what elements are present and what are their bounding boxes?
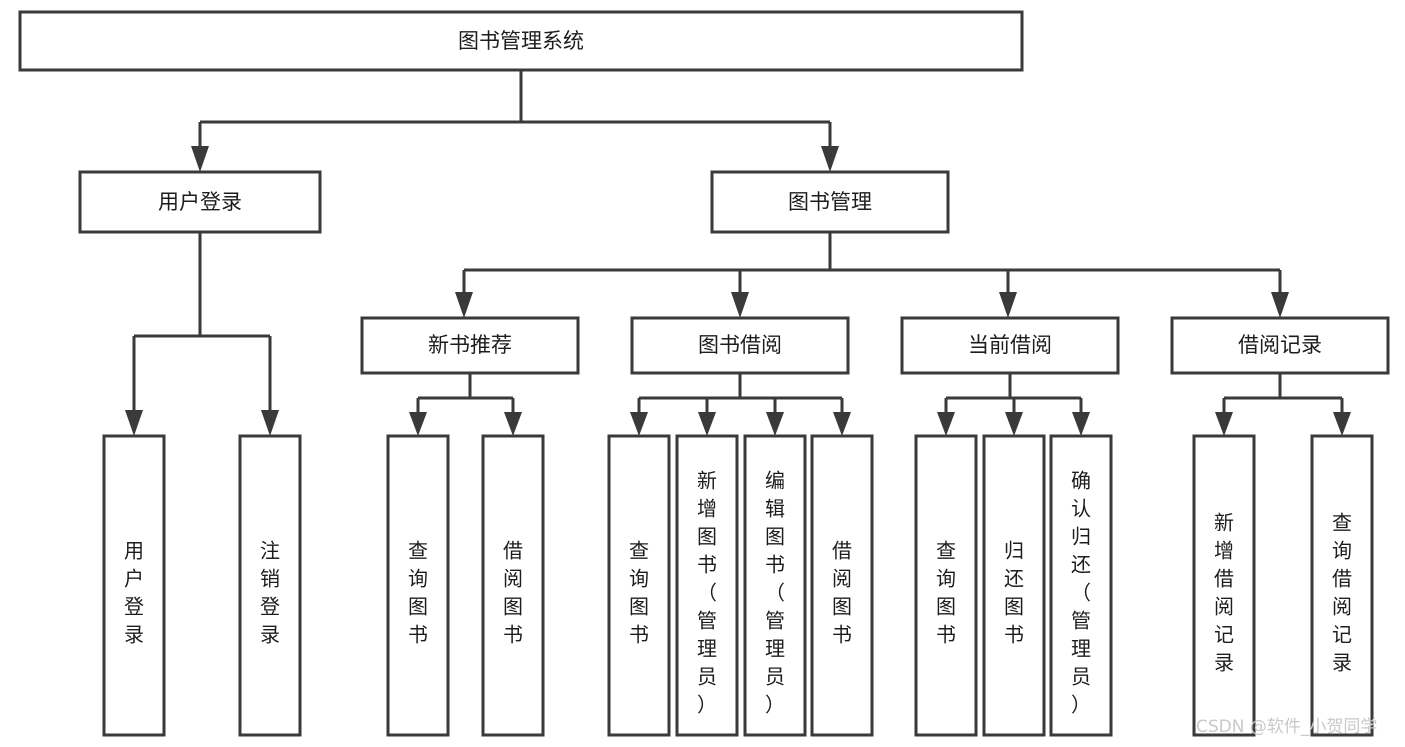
node-root-label: 图书管理系统 [458, 29, 584, 53]
arrow-head-leaf-user-login [125, 410, 143, 436]
leaf-rec-borrow-label: 借阅图书 [503, 538, 523, 646]
arrow-head-book-manage [821, 146, 839, 172]
arrow-head-leaf-bb-borrow [833, 412, 851, 436]
arrow-head-leaf-rec-query [409, 412, 427, 436]
arrow-head-leaf-bb-edit [766, 412, 784, 436]
leaf-rec-query-box[interactable] [386, 434, 450, 737]
leaf-cb-confirm-box[interactable] [1049, 434, 1113, 737]
leaf-bb-query[interactable]: 查询图书 [607, 434, 671, 737]
connector-layer [125, 70, 1351, 436]
node-user-login[interactable]: 用户登录 [78, 170, 322, 234]
node-borrow-record[interactable]: 借阅记录 [1170, 316, 1390, 375]
leaf-user-login-box[interactable] [102, 434, 166, 737]
leaf-br-add-box[interactable] [1192, 434, 1256, 737]
leaf-logout[interactable]: 注销登录 [238, 434, 302, 737]
leaf-bb-borrow[interactable]: 借阅图书 [810, 434, 874, 737]
arrow-head-book-borrow [731, 292, 749, 318]
node-current-borrow-box[interactable] [900, 316, 1120, 375]
leaf-rec-borrow[interactable]: 借阅图书 [481, 434, 545, 737]
leaf-br-add[interactable]: 新增借阅记录 [1192, 434, 1256, 737]
leaf-cb-confirm-label: 确认归还（管理员） [1071, 468, 1091, 716]
node-book-manage-box[interactable] [710, 170, 950, 234]
arrow-head-leaf-br-query [1333, 412, 1351, 436]
node-book-borrow-box[interactable] [630, 316, 850, 375]
leaf-logout-label: 注销登录 [260, 538, 280, 646]
node-user-login-box[interactable] [78, 170, 322, 234]
leaf-br-query[interactable]: 查询借阅记录 [1310, 434, 1374, 737]
arrow-head-leaf-br-add [1215, 412, 1233, 436]
node-book-borrow[interactable]: 图书借阅 [630, 316, 850, 375]
arrow-head-user-login [191, 146, 209, 172]
arrow-head-leaf-rec-borrow [504, 412, 522, 436]
leaf-logout-box[interactable] [238, 434, 302, 737]
arrow-head-leaf-bb-add [698, 412, 716, 436]
leaf-rec-query[interactable]: 查询图书 [386, 434, 450, 737]
leaf-rec-borrow-box[interactable] [481, 434, 545, 737]
leaf-bb-add-box[interactable] [675, 434, 739, 737]
node-root-box[interactable] [18, 10, 1024, 72]
node-new-book-rec[interactable]: 新书推荐 [360, 316, 580, 375]
leaf-bb-query-box[interactable] [607, 434, 671, 737]
leaf-rec-query-label: 查询图书 [408, 538, 428, 646]
leaf-user-login-label: 用户登录 [124, 538, 144, 646]
node-borrow-record-box[interactable] [1170, 316, 1390, 375]
leaf-bb-edit-box[interactable] [743, 434, 807, 737]
arrow-head-leaf-cb-return [1005, 412, 1023, 436]
node-borrow-record-label: 借阅记录 [1238, 333, 1322, 357]
node-book-borrow-label: 图书借阅 [698, 333, 782, 357]
arrow-head-leaf-bb-query [630, 412, 648, 436]
node-book-manage-label: 图书管理 [788, 190, 872, 214]
node-new-book-rec-label: 新书推荐 [428, 333, 512, 357]
leaf-bb-add-label: 新增图书（管理员） [697, 468, 717, 716]
leaf-cb-query-box[interactable] [914, 434, 978, 737]
leaf-cb-query-label: 查询图书 [936, 538, 956, 646]
node-new-book-rec-box[interactable] [360, 316, 580, 375]
node-book-manage[interactable]: 图书管理 [710, 170, 950, 234]
leaf-bb-borrow-box[interactable] [810, 434, 874, 737]
leaf-user-login[interactable]: 用户登录 [102, 434, 166, 737]
leaf-bb-borrow-label: 借阅图书 [832, 538, 852, 646]
leaf-bb-edit[interactable]: 编辑图书（管理员） [743, 434, 807, 737]
leaf-bb-query-label: 查询图书 [629, 538, 649, 646]
leaf-bb-edit-label: 编辑图书（管理员） [765, 468, 785, 716]
node-user-login-label: 用户登录 [158, 190, 242, 214]
leaf-cb-confirm[interactable]: 确认归还（管理员） [1049, 434, 1113, 737]
leaf-cb-return[interactable]: 归还图书 [982, 434, 1046, 737]
arrow-head-leaf-cb-query [937, 412, 955, 436]
arrow-head-leaf-logout [261, 410, 279, 436]
leaf-br-add-label: 新增借阅记录 [1214, 510, 1234, 674]
node-current-borrow[interactable]: 当前借阅 [900, 316, 1120, 375]
leaf-cb-return-box[interactable] [982, 434, 1046, 737]
node-current-borrow-label: 当前借阅 [968, 333, 1052, 357]
arrow-head-leaf-cb-confirm [1072, 412, 1090, 436]
leaf-br-query-label: 查询借阅记录 [1332, 510, 1352, 674]
leaf-cb-return-label: 归还图书 [1004, 538, 1024, 646]
arrow-head-new-book-rec [455, 292, 473, 318]
leaf-bb-add[interactable]: 新增图书（管理员） [675, 434, 739, 737]
leaf-cb-query[interactable]: 查询图书 [914, 434, 978, 737]
leaf-br-query-box[interactable] [1310, 434, 1374, 737]
arrow-head-borrow-record [1271, 292, 1289, 318]
csdn-watermark: CSDN @软件_小贺同学 [1196, 717, 1377, 737]
arrow-head-current-borrow [999, 292, 1017, 318]
node-root[interactable]: 图书管理系统 [18, 10, 1024, 72]
